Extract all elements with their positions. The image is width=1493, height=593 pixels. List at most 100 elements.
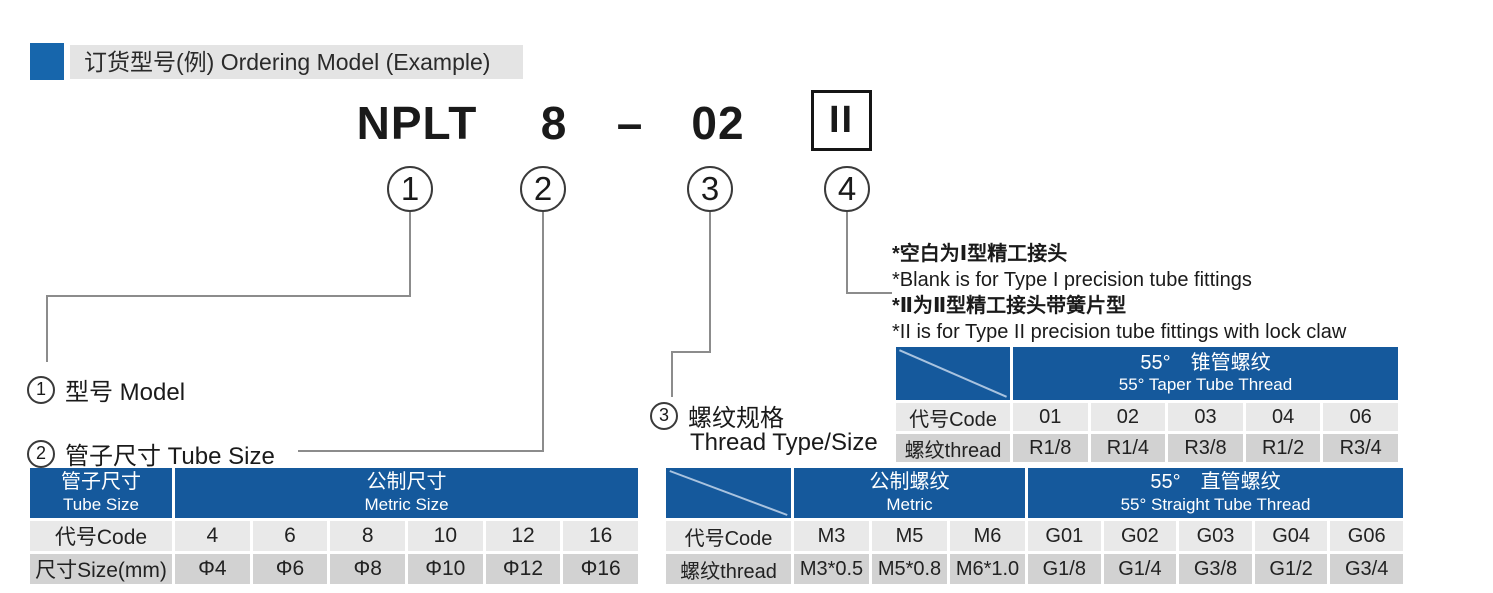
table-cell: 12 <box>485 521 561 551</box>
row-label-cell: 尺寸Size(mm) <box>30 554 172 584</box>
position-marker-4: 4 <box>824 166 870 212</box>
model-code-separator: – <box>616 97 644 149</box>
table-corner-cell: 管子尺寸 Tube Size <box>30 468 172 518</box>
group-label-zh: 公制螺纹 <box>869 471 950 494</box>
diagonal-header-cell <box>896 347 1010 400</box>
table-cell: Φ4 <box>175 554 250 584</box>
diagonal-header-cell <box>666 468 791 518</box>
legend-item-tube-size: 2 管子尺寸 Tube Size <box>27 436 275 471</box>
position-marker-2: 2 <box>520 166 566 212</box>
group-label-en: 55° Taper Tube Thread <box>1118 375 1293 395</box>
group-label-zh: 55° 直管螺纹 <box>1150 471 1281 494</box>
table-cell: 10 <box>407 521 483 551</box>
table-group-header: 公制尺寸 Metric Size <box>175 468 638 518</box>
legend-item-thread-spec: 3 螺纹规格 <box>650 398 784 433</box>
table-cell: M3*0.5 <box>794 554 869 584</box>
table-cell: 16 <box>563 521 638 551</box>
connector-line-3 <box>671 351 711 353</box>
type-note-line: *Ⅱ为Ⅱ型精工接头带簧片型 <box>892 295 1127 317</box>
table-cell: M3 <box>794 521 869 551</box>
legend-label-thread-spec-zh: 螺纹规格 <box>688 405 784 432</box>
connector-line-4 <box>846 212 848 294</box>
taper-thread-table: 55° 锥管螺纹 55° Taper Tube Thread 代号Code 01… <box>896 347 1398 462</box>
table-cell: G3/4 <box>1330 554 1403 584</box>
diagonal-slash-icon <box>666 468 791 518</box>
model-code-prefix: NPLT <box>356 97 478 149</box>
connector-line-4 <box>846 292 892 294</box>
legend-label-model: 型号 Model <box>65 379 186 406</box>
connector-line-2 <box>542 212 544 452</box>
model-code-type-box: II <box>811 90 872 151</box>
table-cell: 01 <box>1013 403 1088 431</box>
table-cell: 04 <box>1245 403 1321 431</box>
table-cell: G04 <box>1254 521 1328 551</box>
table-cell: G01 <box>1028 521 1101 551</box>
table-cell: M5 <box>872 521 947 551</box>
legend-label-tube-size: 管子尺寸 Tube Size <box>65 443 275 470</box>
tube-size-table: 管子尺寸 Tube Size 公制尺寸 Metric Size 代号Code 4… <box>30 468 638 584</box>
table-cell: R3/8 <box>1168 434 1243 462</box>
type-notes: *空白为Ⅰ型精工接头 *Blank is for Type I precisio… <box>892 241 1346 345</box>
group-label-en: Metric Size <box>364 494 449 514</box>
connector-line-3 <box>709 212 711 353</box>
row-label-cell: 螺纹thread <box>666 554 791 584</box>
position-marker-1: 1 <box>387 166 433 212</box>
straight-thread-table: 公制螺纹 Metric 55° 直管螺纹 55° Straight Tube T… <box>666 468 1403 584</box>
table-cell: Φ8 <box>330 554 405 584</box>
table-cell: G1/4 <box>1103 554 1177 584</box>
group-label-en: Metric <box>886 494 933 514</box>
table-cell: M6*1.0 <box>950 554 1025 584</box>
legend-num-circle-1: 1 <box>27 375 55 404</box>
row-label-cell: 代号Code <box>666 521 791 551</box>
model-code-type: II <box>828 99 855 141</box>
table-cell: 4 <box>175 521 250 551</box>
table-group-header: 55° 锥管螺纹 55° Taper Tube Thread <box>1013 347 1398 400</box>
row-label-cell: 代号Code <box>896 403 1010 431</box>
table-cell: R3/4 <box>1323 434 1398 462</box>
legend-item-model: 1 型号 Model <box>27 372 185 407</box>
connector-line-1 <box>46 295 411 297</box>
table-cell: R1/2 <box>1245 434 1321 462</box>
table-cell: R1/4 <box>1090 434 1166 462</box>
table-cell: 8 <box>330 521 405 551</box>
position-marker-3: 3 <box>687 166 733 212</box>
table-cell: M6 <box>950 521 1025 551</box>
table-cell: 6 <box>252 521 328 551</box>
table-cell: G1/2 <box>1254 554 1328 584</box>
table-cell: G1/8 <box>1028 554 1101 584</box>
legend-label-thread-spec-en: Thread Type/Size <box>690 429 878 456</box>
legend-num-circle-2: 2 <box>27 439 55 468</box>
section-title: 订货型号(例) Ordering Model (Example) <box>70 45 523 79</box>
connector-line-1 <box>409 212 411 297</box>
table-cell: 02 <box>1090 403 1166 431</box>
model-code-thread-size: 02 <box>691 97 745 149</box>
table-cell: G02 <box>1103 521 1177 551</box>
group-label-zh: 55° 锥管螺纹 <box>1140 351 1271 374</box>
corner-label-en: Tube Size <box>63 494 139 514</box>
table-cell: Φ16 <box>563 554 638 584</box>
table-cell: Φ12 <box>485 554 561 584</box>
group-label-en: 55° Straight Tube Thread <box>1120 494 1311 514</box>
table-cell: R1/8 <box>1013 434 1088 462</box>
table-cell: G06 <box>1330 521 1403 551</box>
table-cell: G03 <box>1179 521 1252 551</box>
table-cell: Φ6 <box>252 554 328 584</box>
connector-line-3 <box>671 351 673 397</box>
row-label-cell: 代号Code <box>30 521 172 551</box>
model-code-tube-size: 8 <box>540 97 568 149</box>
table-cell: M5*0.8 <box>872 554 947 584</box>
type-note-line: *Blank is for Type I precision tube fitt… <box>892 269 1252 291</box>
group-label-zh: 公制尺寸 <box>366 471 447 494</box>
legend-num-circle-3: 3 <box>650 401 678 430</box>
section-marker-square <box>30 43 64 80</box>
connector-line-1 <box>46 295 48 362</box>
table-group-header: 55° 直管螺纹 55° Straight Tube Thread <box>1028 468 1403 518</box>
table-group-header: 公制螺纹 Metric <box>794 468 1025 518</box>
table-cell: Φ10 <box>407 554 483 584</box>
diagonal-slash-icon <box>896 347 1010 400</box>
row-label-cell: 螺纹thread <box>896 434 1010 462</box>
type-note-line: *II is for Type II precision tube fittin… <box>892 321 1347 343</box>
table-cell: G3/8 <box>1179 554 1252 584</box>
corner-label-zh: 管子尺寸 <box>61 471 141 494</box>
